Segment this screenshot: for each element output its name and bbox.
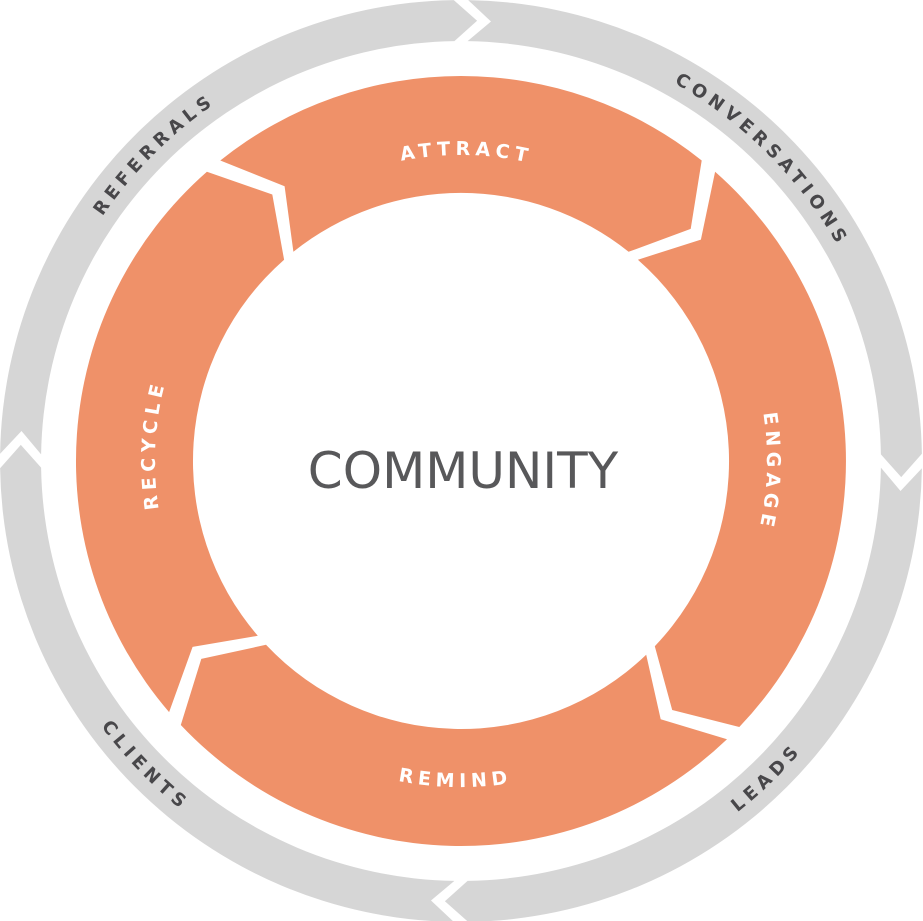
outer-arrow-clients	[0, 444, 455, 921]
inner-arrow-attract	[220, 75, 702, 252]
outer-arrow-conversations	[467, 0, 922, 478]
inner-ring	[75, 75, 846, 846]
center-label: COMMUNITY	[308, 442, 619, 500]
label-clients: CLIENTS	[97, 716, 194, 815]
center-circle	[195, 195, 727, 727]
inner-arrow-recycle	[75, 171, 285, 713]
inner-arrow-engage	[637, 171, 846, 728]
outer-arrow-referrals	[0, 0, 478, 455]
inner-arrow-remind	[180, 644, 728, 846]
outer-arrow-leads	[444, 467, 922, 921]
